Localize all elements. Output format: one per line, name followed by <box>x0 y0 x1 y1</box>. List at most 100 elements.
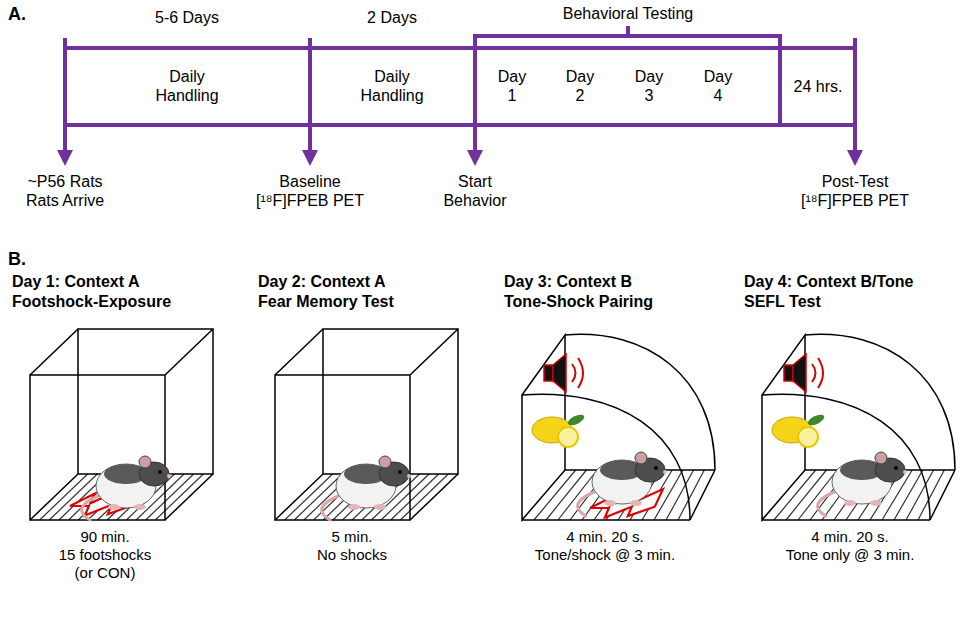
chamber-back-wall <box>323 329 458 474</box>
day-label: Day 4 <box>700 67 736 105</box>
chamber-floor-edge <box>762 519 930 521</box>
floor-grid-bar <box>678 470 704 520</box>
rat-eye <box>158 470 162 474</box>
chamber-back-wall <box>78 329 213 474</box>
speaker-cone <box>793 354 806 392</box>
day-label: Day 2 <box>562 67 598 105</box>
sound-wave <box>578 358 583 388</box>
chamber-panel: Day 1: Context AFootshock-Exposure90 min… <box>8 266 240 586</box>
rat-foot <box>108 504 120 510</box>
phase-bracket-tick <box>626 28 630 36</box>
rat-picture <box>818 452 907 516</box>
chamber-panel: Day 4: Context B/ToneSEFL Test 4 min. 20 … <box>740 266 972 586</box>
chamber-edge <box>30 474 78 520</box>
duration-caption: 5 min. <box>332 528 373 546</box>
rat-picture <box>322 456 411 520</box>
chamber-back-arch <box>805 334 955 470</box>
floor-grid-bar <box>798 470 837 520</box>
speaker-symbol <box>784 354 823 392</box>
chamber-front-arch <box>762 394 930 520</box>
rat-eye <box>654 466 658 470</box>
duration-caption: 4 min. 20 s. <box>811 528 889 546</box>
floor-grid-bar <box>918 470 944 520</box>
rat-foot <box>630 500 642 506</box>
procedure-heading: Footshock-Exposure <box>12 292 171 311</box>
procedure-heading: SEFL Test <box>744 292 821 311</box>
chamber-floor-edge <box>690 470 715 520</box>
panel-letter: A. <box>8 4 26 26</box>
chamber-floor-edge <box>930 470 955 520</box>
rat-foot <box>870 500 882 506</box>
lemon-picture <box>772 413 826 447</box>
rat-tail <box>578 492 594 516</box>
duration-label: 2 Days <box>367 8 417 27</box>
rat-foot <box>134 504 146 510</box>
panel-letter: B. <box>8 249 26 271</box>
day-heading: Day 2: Context A <box>258 272 385 291</box>
chamber-edge <box>165 474 213 520</box>
timeline-top-line <box>65 46 855 50</box>
lemon-leaf <box>566 413 586 428</box>
rat-eye <box>398 470 402 474</box>
rat-foot <box>844 500 856 506</box>
timeline-tick <box>308 40 312 152</box>
rat-tail <box>322 496 338 520</box>
day-heading: Day 3: Context B <box>504 272 632 291</box>
speaker-symbol <box>544 354 583 392</box>
floor-grid-bar <box>285 474 333 520</box>
rat-ear <box>379 456 391 468</box>
rat-ear <box>635 452 647 464</box>
rat-nose <box>663 470 667 474</box>
procedure-caption: Tone only @ 3 min. <box>786 546 915 564</box>
speaker-body <box>544 365 553 381</box>
timeline-arrowhead <box>847 150 863 166</box>
rat-foot <box>348 504 360 510</box>
phase-label: Daily Handling <box>352 67 432 105</box>
phase-label: Behavioral Testing <box>563 4 693 23</box>
lemon-slice <box>558 427 578 447</box>
speaker-body <box>784 365 793 381</box>
chamber-edge <box>275 329 323 375</box>
procedure-heading: Tone-Shock Pairing <box>504 292 653 311</box>
rat-tail <box>82 496 98 520</box>
chamber-edge <box>275 474 323 520</box>
procedure-caption: 15 footshocks (or CON) <box>53 546 157 582</box>
chamber-front-arch <box>522 394 690 520</box>
duration-label: 5-6 Days <box>155 8 219 27</box>
rat-eye <box>894 466 898 470</box>
chamber-back-arch <box>565 334 715 470</box>
chamber-panel: Day 2: Context AFear Memory Test 5 min.No… <box>254 266 490 586</box>
timeline-arrowhead <box>57 150 73 166</box>
rat-picture <box>82 456 171 520</box>
timeline-arrowhead <box>302 150 318 166</box>
timeline-tick <box>853 40 857 152</box>
rat-foot <box>604 500 616 506</box>
floor-grid-bar <box>534 470 576 520</box>
rat-picture <box>578 452 667 516</box>
chamber-edge <box>410 474 458 520</box>
chamber-panel: Day 3: Context BTone-Shock Pairing4 min.… <box>500 266 736 586</box>
timeline-arrowhead <box>467 150 483 166</box>
procedure-heading: Fear Memory Test <box>258 292 394 311</box>
timeline-tick <box>63 40 67 152</box>
duration-caption: 90 min. <box>80 528 129 546</box>
day-label: Day 3 <box>631 67 667 105</box>
floor-grid-bar <box>400 474 448 520</box>
lemon-picture <box>532 413 586 447</box>
rat-nose <box>407 474 411 478</box>
chamber-edge <box>410 329 458 375</box>
day-heading: Day 4: Context B/Tone <box>744 272 914 291</box>
phase-label: Daily Handling <box>147 67 227 105</box>
sound-wave <box>812 364 816 382</box>
lemon-slice <box>798 427 818 447</box>
floor-grid-bar <box>40 474 88 520</box>
interval-label: 24 hrs. <box>794 77 843 96</box>
rat-tail <box>818 492 834 516</box>
rat-ear <box>139 456 151 468</box>
floor-grid-bar <box>558 470 597 520</box>
timeline-divider <box>778 36 782 125</box>
event-label: Post-Test [¹⁸F]FPEB PET <box>795 172 915 210</box>
procedure-caption: No shocks <box>317 546 387 564</box>
rat-nose <box>167 474 171 478</box>
speaker-cone <box>553 354 566 392</box>
